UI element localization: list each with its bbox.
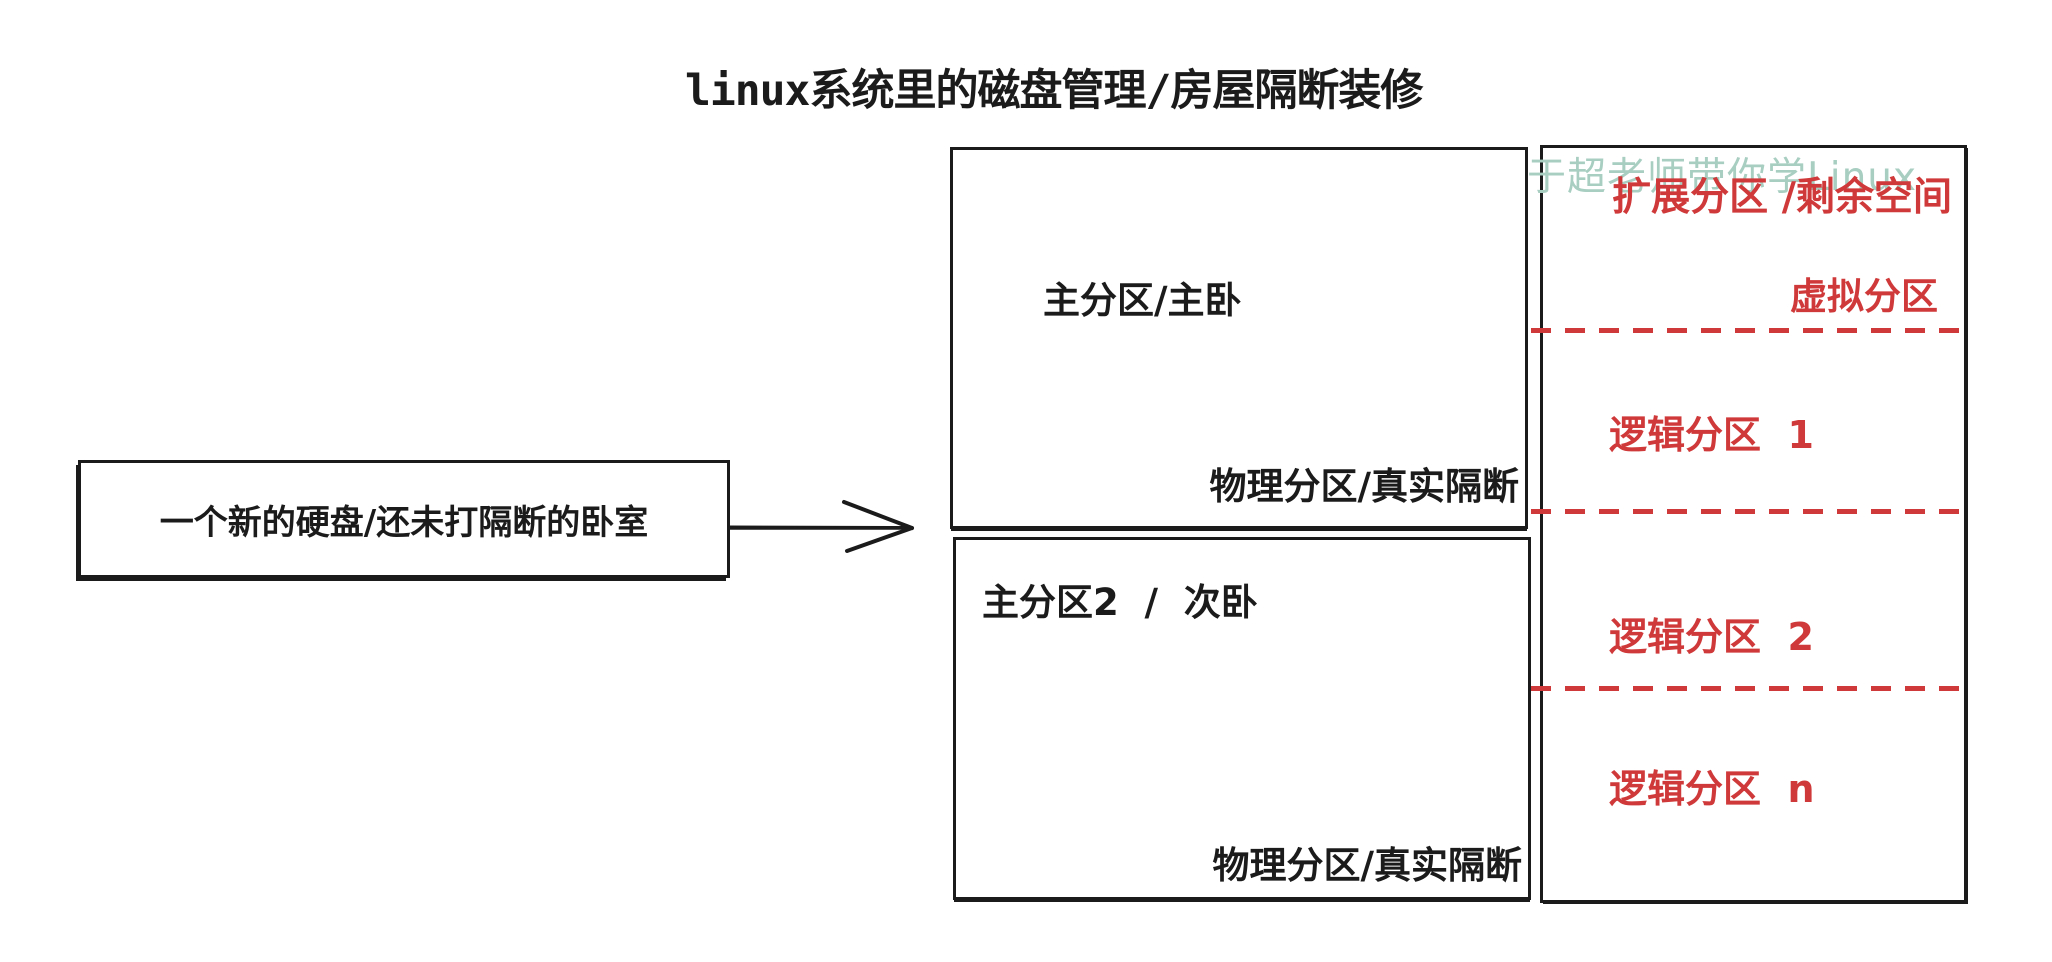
new-disk-label: 一个新的硬盘/还未打隔断的卧室 — [159, 502, 649, 543]
watermark-text: 于超老师带你学Linux — [1527, 155, 1918, 200]
diagram-title: linux系统里的磁盘管理/房屋隔断装修 — [685, 66, 1423, 116]
extended-partition-subtitle: 虚拟分区 — [1790, 275, 1938, 318]
dashed-divider — [1531, 509, 1960, 514]
logical-partition-1-label: 逻辑分区 1 — [1609, 413, 1814, 457]
dashed-divider — [1531, 686, 1960, 691]
primary-partition-1-label: 主分区/主卧 — [1043, 279, 1242, 322]
dashed-divider — [1531, 328, 1960, 333]
logical-partition-n-label: 逻辑分区 n — [1609, 767, 1815, 811]
primary-partition-2-box: 主分区2 / 次卧 物理分区/真实隔断 — [953, 537, 1531, 900]
extended-partition-title: 扩展分区 /剩余空间 — [1612, 175, 1952, 220]
primary-partition-2-type-label: 物理分区/真实隔断 — [1212, 844, 1522, 887]
arrow-right-icon — [727, 500, 914, 553]
primary-partition-1-box: 主分区/主卧 物理分区/真实隔断 — [950, 147, 1528, 529]
logical-partition-2-label: 逻辑分区 2 — [1609, 615, 1814, 659]
extended-partition-box: 扩展分区 /剩余空间 虚拟分区 逻辑分区 1 逻辑分区 2 逻辑分区 n — [1531, 145, 1967, 903]
primary-partition-2-label: 主分区2 / 次卧 — [982, 581, 1258, 624]
new-disk-box: 一个新的硬盘/还未打隔断的卧室 — [78, 460, 730, 578]
primary-partition-1-type-label: 物理分区/真实隔断 — [1209, 465, 1519, 508]
